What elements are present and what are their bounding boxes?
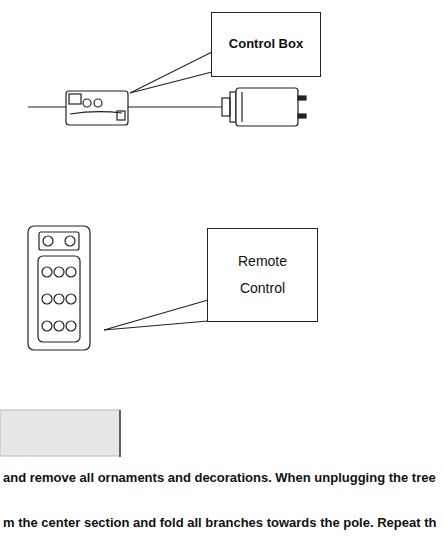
control-box-line (70, 112, 122, 114)
remote-key (66, 294, 76, 304)
plug-collar (230, 92, 236, 122)
control-box-label (69, 94, 81, 104)
plug-body (236, 88, 298, 126)
plug-edge (241, 92, 242, 122)
remote-key (54, 294, 64, 304)
remote-key-panel (38, 256, 80, 342)
remote-button (43, 236, 53, 246)
callout-text: Remote Control (233, 248, 293, 301)
plug-prong (298, 96, 306, 100)
control-box-body (66, 91, 128, 125)
remote-key (42, 321, 52, 331)
leader-line (130, 72, 212, 93)
leader-line (130, 52, 212, 93)
control-box-button (94, 99, 102, 107)
wire (128, 106, 222, 107)
instruction-text: m the center section and fold all branch… (3, 515, 436, 530)
plug-collar (222, 98, 230, 116)
instruction-text: and remove all ornaments and decorations… (3, 470, 436, 485)
wire (28, 106, 66, 107)
leader-line (104, 321, 208, 330)
leader-line (104, 300, 208, 330)
remote-key (54, 321, 64, 331)
control-box-button (83, 99, 91, 107)
remote-key (66, 321, 76, 331)
remote-key (42, 267, 52, 277)
remote-button (65, 236, 75, 246)
remote-key (54, 267, 64, 277)
remote-top-panel (39, 232, 79, 250)
table-divider (119, 410, 120, 457)
remote-key (42, 294, 52, 304)
remote-key (66, 267, 76, 277)
remote-body (28, 226, 90, 350)
plug-prong (298, 114, 306, 118)
table-cell-shaded (0, 410, 120, 456)
callout-text: Control Box (229, 32, 303, 57)
control-box-window (117, 111, 125, 120)
callout-box: Control Box (211, 12, 321, 77)
callout-box: Remote Control (207, 228, 318, 322)
